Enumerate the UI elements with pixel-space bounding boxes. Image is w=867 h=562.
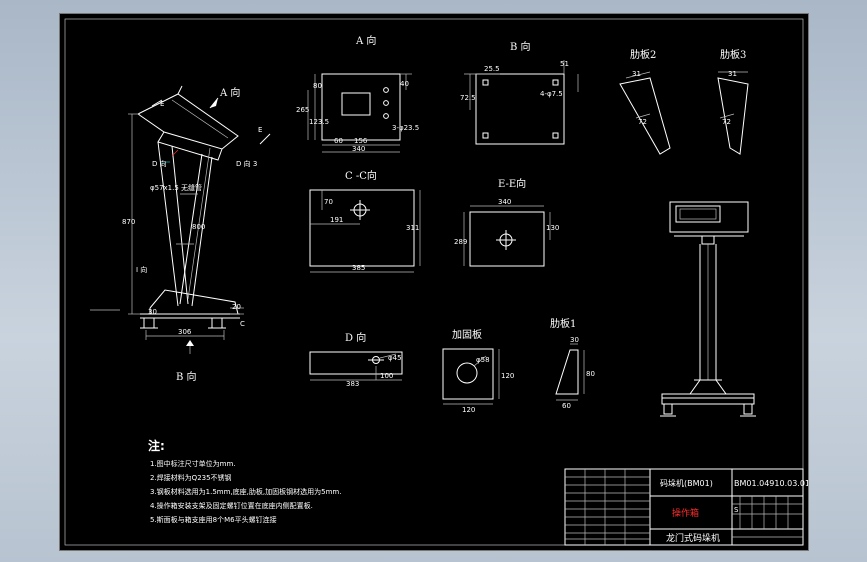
dim-cc-191: 191 (330, 216, 343, 224)
dim-rib3-31: 31 (728, 70, 737, 78)
engineering-drawing: A 向 B 向 C -C向 E-E向 D 向 肋板2 肋板3 加固板 肋板1 8… (64, 18, 808, 546)
tb-part-name: 操作箱 (672, 507, 699, 519)
view-rib2 (619, 71, 671, 155)
dim-rib1-80: 80 (586, 370, 595, 378)
label-section: D 向 3 (236, 159, 257, 168)
view-b (464, 60, 579, 145)
dim-rib1-30: 30 (570, 336, 579, 344)
note-3: 3.钢板材料选用为1.5mm,底座,肋板,加固板钢材选用为5mm. (150, 487, 341, 496)
title-reinforce-plate: 加固板 (452, 328, 482, 341)
dim-d-383: 383 (346, 380, 359, 388)
dim-rib3-72: 72 (722, 118, 731, 126)
label-c-mark: C (240, 320, 245, 328)
dim-main-870: 870 (122, 218, 135, 226)
dim-a-holes: 3-φ23.5 (392, 124, 419, 132)
dim-rib2-31: 31 (632, 70, 641, 78)
dim-a-60: 60 (334, 137, 343, 145)
dim-a-80: 80 (313, 82, 322, 90)
note-2: 2.焊接材料为Q235不锈钢 (150, 473, 232, 482)
main-side-view (90, 85, 271, 354)
title-view-b: B 向 (510, 40, 531, 53)
drawing-sheet: A 向 B 向 C -C向 E-E向 D 向 肋板2 肋板3 加固板 肋板1 8… (59, 13, 809, 551)
dim-ee-289: 289 (454, 238, 467, 246)
dim-main-20: 20 (232, 303, 241, 311)
notes-title: 注: (148, 438, 165, 453)
dim-a-340: 340 (352, 145, 365, 153)
dim-plate-120a: 120 (462, 406, 475, 414)
dim-cc-70: 70 (324, 198, 333, 206)
dim-cc-385: 385 (352, 264, 365, 272)
title-view-a: A 向 (355, 34, 376, 47)
label-b-dir: B 向 (176, 370, 197, 383)
dim-main-306: 306 (178, 328, 192, 336)
dim-rib2-72: 72 (638, 118, 647, 126)
dim-b-725: 72.5 (460, 94, 476, 102)
dim-a-40: 40 (400, 80, 409, 88)
dim-ee-130: 130 (546, 224, 559, 232)
view-a (307, 73, 412, 153)
dim-b-51a: 51 (560, 60, 569, 68)
label-e-right: E (258, 126, 262, 134)
inner-border (64, 18, 804, 546)
dim-cc-311: 311 (406, 224, 419, 232)
view-rib1 (555, 343, 585, 401)
label-e-top: E (160, 100, 164, 108)
title-rib2: 肋板2 (630, 48, 656, 61)
view-ee (463, 205, 551, 267)
view-rib3 (717, 71, 749, 155)
view-reinforce-plate (442, 348, 500, 405)
dim-ee-340: 340 (498, 198, 511, 206)
tb-product: 码垛机(BM01) (660, 478, 713, 488)
dim-rib1-60: 60 (562, 402, 571, 410)
dim-a-265: 265 (296, 106, 309, 114)
dim-main-800: 800 (192, 223, 205, 231)
view-cc (309, 189, 421, 273)
dim-d-100: 100 (380, 372, 393, 380)
dim-d-45: φ45 (388, 354, 402, 362)
dim-plate-120b: 120 (501, 372, 514, 380)
note-4: 4.操作箱安装支架及固定螺钉位置在底座内侧配置板. (150, 501, 313, 510)
dim-a-1235: 123.5 (309, 118, 329, 126)
label-i-mark: I 向 (136, 265, 147, 274)
title-view-d: D 向 (345, 331, 366, 344)
tb-assembly: 龙门式码垛机 (666, 532, 720, 544)
dim-b-holes: 4-φ7.5 (540, 90, 563, 98)
label-pipe: φ57x1.5 无缝管 (150, 183, 202, 192)
dim-main-30: 30 (148, 308, 157, 316)
title-rib1: 肋板1 (550, 317, 576, 330)
note-1: 1.图中标注尺寸单位为mm. (150, 459, 236, 468)
title-view-cc: C -C向 (345, 169, 377, 182)
dim-a-156: 156 (354, 137, 368, 145)
label-d-mark: D 向 (152, 159, 167, 168)
dim-plate-d: φ58 (476, 356, 490, 364)
view-d (309, 351, 403, 381)
tb-scale-label: S (734, 506, 739, 514)
note-5: 5.斯面板与箱支座用8个M6平头螺钉连接 (150, 515, 277, 524)
title-block (564, 468, 804, 546)
title-view-ee: E-E向 (498, 177, 526, 190)
title-rib3: 肋板3 (720, 48, 746, 61)
front-view (660, 201, 756, 417)
dim-b-255: 25.5 (484, 65, 500, 73)
tb-code: BM01.04910.03.01 (734, 479, 808, 488)
label-a-dir: A 向 (219, 86, 240, 99)
